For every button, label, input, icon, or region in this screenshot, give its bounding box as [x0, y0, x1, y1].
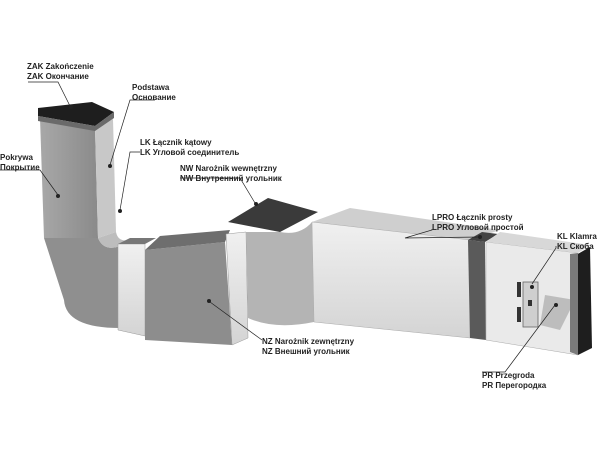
inner-corner-top: [228, 198, 318, 232]
straight-duct-top: [312, 208, 500, 240]
end-cap: [38, 102, 114, 126]
angle-connector: [44, 238, 120, 328]
straight-connector-2: [225, 231, 249, 346]
end-cap-rim: [38, 112, 114, 131]
straight-connector-1: [117, 243, 146, 337]
vertical-duct-cover: [40, 118, 98, 238]
straight-duct-cover: [311, 221, 471, 339]
end-cap-right: [576, 247, 592, 355]
straight-connector-3: [468, 240, 486, 340]
inner-corner: [246, 222, 314, 326]
partition: [540, 295, 575, 330]
outer-corner: [145, 242, 232, 345]
vertical-duct-base: [95, 119, 116, 238]
